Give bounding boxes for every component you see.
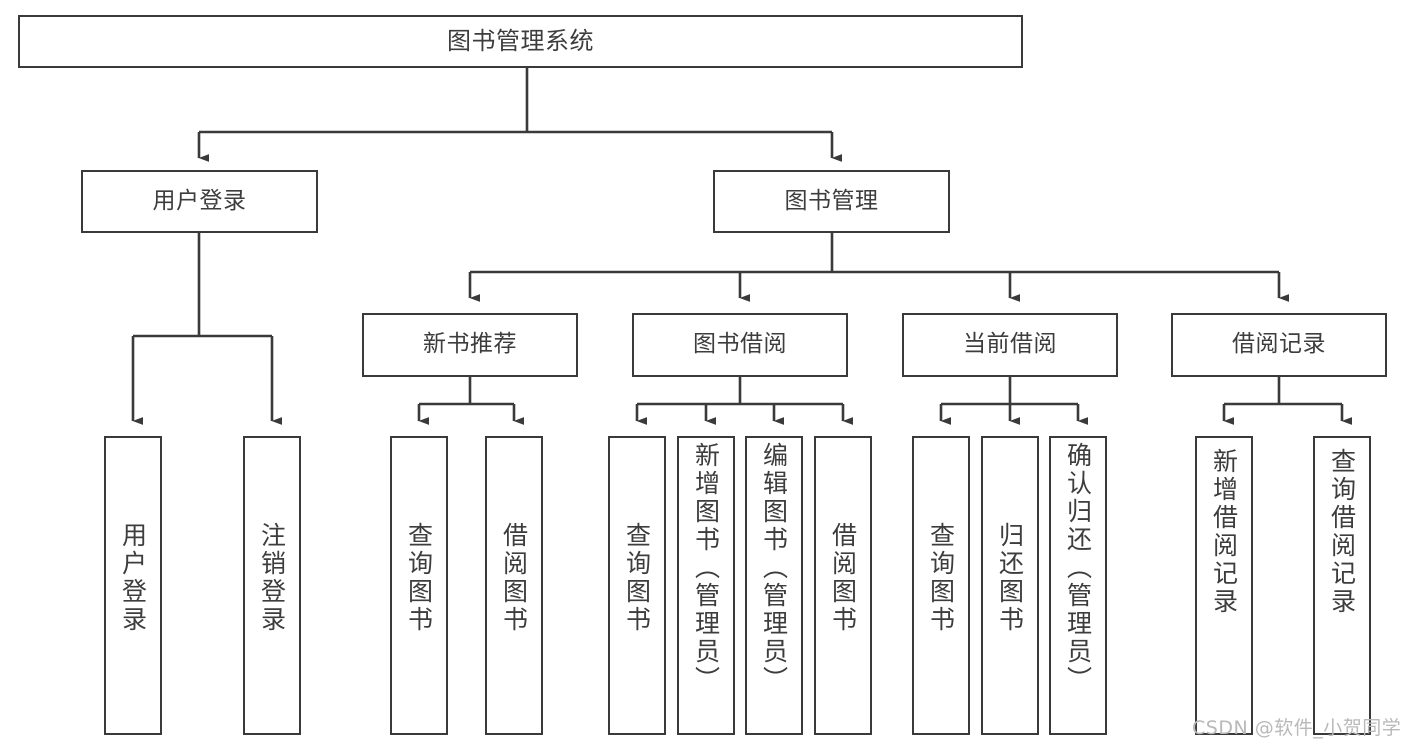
node-new-book-recommend-label: 新书推荐 [423,331,517,358]
node-current-borrow-label: 当前借阅 [963,331,1057,358]
leaf-borrow-add-book[interactable]: 新增图书（管理员） [677,436,735,735]
node-current-borrow[interactable]: 当前借阅 [902,313,1118,377]
node-borrow-records-label: 借阅记录 [1232,331,1326,358]
leaf-current-confirm-return[interactable]: 确认归还（管理员） [1049,436,1107,735]
node-book-management[interactable]: 图书管理 [713,170,950,233]
node-root[interactable]: 图书管理系统 [18,15,1023,68]
leaf-current-return-book-label: 归还图书 [995,522,1025,634]
leaf-borrow-query-book-label: 查询图书 [622,522,652,634]
leaf-new-book-borrow[interactable]: 借阅图书 [485,436,543,735]
leaf-borrow-query-book[interactable]: 查询图书 [608,436,666,735]
leaf-current-query-book[interactable]: 查询图书 [912,436,970,735]
leaf-records-query-record-label: 查询借阅记录 [1327,448,1357,616]
leaf-records-add-record[interactable]: 新增借阅记录 [1195,436,1253,735]
leaf-records-query-record[interactable]: 查询借阅记录 [1313,436,1371,735]
node-new-book-recommend[interactable]: 新书推荐 [362,313,578,377]
node-user-login[interactable]: 用户登录 [81,170,318,233]
leaf-records-add-record-label: 新增借阅记录 [1209,448,1239,616]
leaf-new-book-borrow-label: 借阅图书 [499,522,529,634]
leaf-user-login-login[interactable]: 用户登录 [104,436,162,735]
leaf-current-confirm-return-label: 确认归还（管理员） [1063,442,1093,694]
node-book-borrow[interactable]: 图书借阅 [632,313,848,377]
leaf-borrow-edit-book-label: 编辑图书（管理员） [759,442,789,694]
leaf-new-book-query-label: 查询图书 [404,522,434,634]
leaf-borrow-borrow-book[interactable]: 借阅图书 [814,436,872,735]
watermark-text: CSDN @软件_小贺同学 [1192,717,1402,739]
leaf-borrow-borrow-book-label: 借阅图书 [828,522,858,634]
leaf-borrow-add-book-label: 新增图书（管理员） [691,442,721,694]
leaf-user-login-login-label: 用户登录 [118,522,148,634]
node-user-login-label: 用户登录 [152,187,247,214]
leaf-current-return-book[interactable]: 归还图书 [981,436,1039,735]
node-root-label: 图书管理系统 [447,27,594,56]
leaf-borrow-edit-book[interactable]: 编辑图书（管理员） [745,436,803,735]
leaf-new-book-query[interactable]: 查询图书 [390,436,448,735]
node-book-management-label: 图书管理 [784,187,879,214]
leaf-user-login-logout-label: 注销登录 [257,522,287,634]
node-borrow-records[interactable]: 借阅记录 [1171,313,1387,377]
leaf-user-login-logout[interactable]: 注销登录 [243,436,301,735]
leaf-current-query-book-label: 查询图书 [926,522,956,634]
node-book-borrow-label: 图书借阅 [693,331,787,358]
